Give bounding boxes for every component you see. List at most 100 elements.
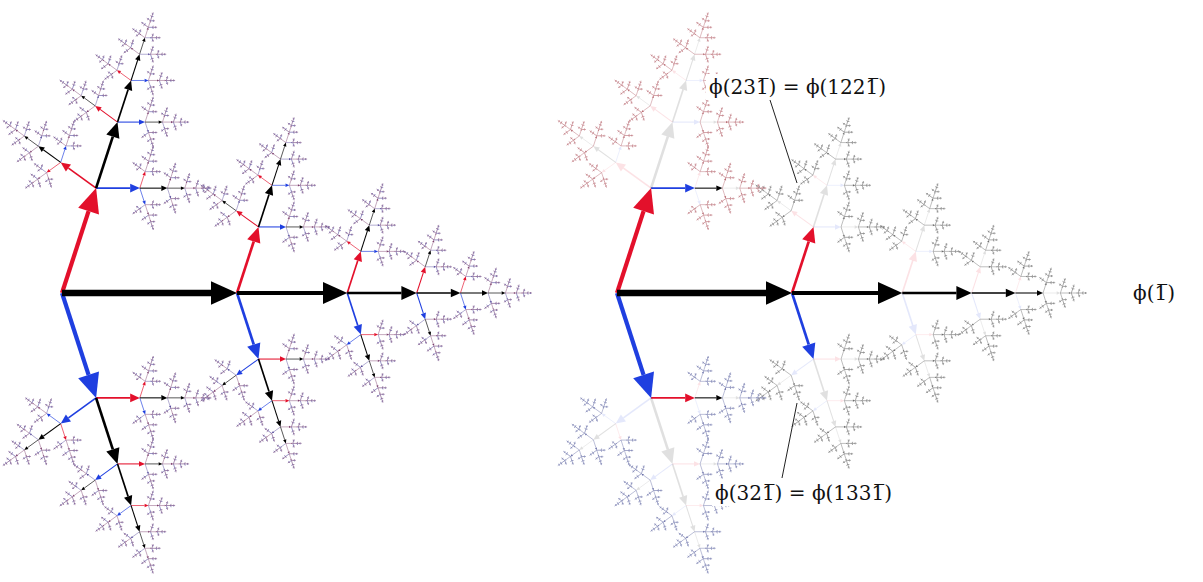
branch-arrow [651,137,668,189]
arrow-head [625,129,626,131]
arrow-head [266,436,268,438]
branch-arrow [980,266,989,267]
branch-arrow [598,424,615,437]
branch-arrow [897,241,901,244]
branch-arrow [258,359,280,360]
arrow-head [827,153,830,155]
branch-arrow [740,183,742,188]
arrow-head [222,201,226,205]
arrow-head [1018,305,1021,309]
arrow-head [387,334,389,336]
branch-arrow [104,522,108,525]
arrow-head [695,168,697,170]
branch-arrow [145,464,148,472]
branch-arrow [62,440,66,443]
branch-arrow [209,392,213,395]
arrow-head [813,175,817,179]
branch-arrow [869,359,874,360]
arrow-head [990,351,991,353]
arrow-head [920,354,925,361]
branch-arrow [258,226,280,227]
arrow-head [845,374,846,376]
branch-arrow [110,516,117,521]
arrow-head [48,407,49,409]
branch-arrow [68,86,72,89]
branch-arrow [469,320,471,325]
branch-arrow [1015,280,1019,293]
arrow-head [574,446,576,448]
branch-arrow [104,61,108,64]
arrow-head [125,44,127,45]
arrow-head [386,360,388,362]
arrow-head [289,426,291,428]
branch-arrow [69,130,71,135]
branch-arrow [986,250,991,251]
branch-arrow [827,400,841,401]
branch-arrow [643,106,650,111]
branch-arrow [816,177,827,185]
arrow-head [768,194,771,196]
arrow-head [915,365,918,367]
branch-arrow [981,336,985,339]
arrow-head [622,85,624,87]
arrow-head [734,463,736,464]
branch-arrow [342,342,346,345]
branch-arrow [597,450,599,455]
branch-arrow [82,112,86,115]
branch-arrow [236,375,239,383]
branch-arrow [572,131,579,136]
arrow-head [193,397,195,399]
arrow-head [637,495,638,497]
arrow-head [288,451,290,454]
branch-arrow [722,188,725,196]
branch-arrow [651,187,685,189]
arrow-head [72,89,75,91]
branch-arrow [1016,273,1020,276]
branch-arrow [703,75,705,80]
branch-arrow [258,170,260,175]
branch-arrow [673,464,684,496]
branch-arrow [617,211,644,293]
arrow-head [935,208,937,210]
branch-arrow [466,309,471,310]
arrow-head [286,184,290,187]
branch-arrow [989,235,991,240]
arrow-head [149,74,150,76]
branch-arrow [623,86,627,89]
arrow-head [272,153,275,155]
arrow-head [820,390,828,401]
branch-arrow [159,505,164,506]
branch-arrow [659,522,663,525]
branch-arrow [314,226,319,227]
arrow-head [139,119,145,124]
arrow-head [490,301,492,304]
arrow-head [151,204,153,206]
arrow-head [705,155,706,157]
branch-arrow [795,386,797,391]
branch-arrow [624,450,626,455]
arrow-head [289,158,291,160]
branch-arrow [700,373,703,381]
branch-arrow [636,91,638,96]
leader-line [770,100,797,183]
branch-arrow [973,319,980,324]
arrow-head [506,286,507,288]
arrow-head [395,251,397,252]
arrow-head [61,142,63,143]
branch-arrow [461,273,465,276]
arrow-head [78,371,99,398]
branch-arrow [505,288,507,293]
arrow-head [386,224,388,226]
branch-arrow [254,175,258,178]
arrow-head [666,73,668,75]
branch-arrow [185,393,187,398]
branch-arrow [100,109,117,122]
branch-arrow [967,326,971,329]
branch-arrow [286,142,291,143]
branch-arrow [460,293,464,306]
branch-arrow [972,293,979,313]
branch-arrow [841,219,844,227]
arrow-head [565,459,567,461]
arrow-head [727,203,728,205]
branch-arrow [672,516,674,521]
